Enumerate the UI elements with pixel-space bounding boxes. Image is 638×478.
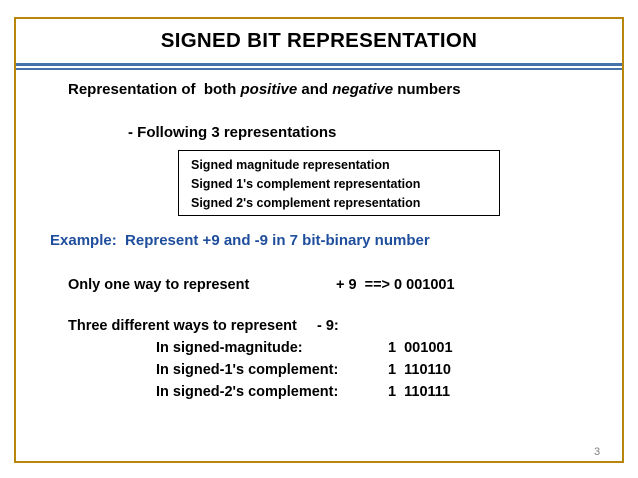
- example-heading: Example: Represent +9 and -9 in 7 bit-bi…: [50, 232, 430, 249]
- signed-magnitude-value: 1 001001: [388, 340, 453, 356]
- representation-item-twos-complement: Signed 2's complement representation: [191, 196, 421, 210]
- slide-border: [14, 17, 624, 463]
- intro-word-positive: positive: [240, 81, 298, 98]
- intro-middle: and: [297, 81, 333, 98]
- representation-item-magnitude: Signed magnitude representation: [191, 158, 390, 172]
- title-band: SIGNED BIT REPRESENTATION: [16, 19, 622, 63]
- three-ways-label: Three different ways to represent - 9:: [68, 318, 339, 334]
- twos-complement-label: In signed-2's complement:: [156, 384, 339, 400]
- intro-prefix: Representation of both: [68, 81, 241, 98]
- representations-box: Signed magnitude representation Signed 1…: [178, 150, 500, 216]
- page-number: 3: [594, 446, 601, 458]
- ones-complement-label: In signed-1's complement:: [156, 362, 339, 378]
- ones-complement-value: 1 110110: [388, 362, 451, 378]
- title-divider-top: [16, 63, 622, 66]
- representation-item-ones-complement: Signed 1's complement representation: [191, 177, 421, 191]
- twos-complement-value: 1 110111: [388, 384, 451, 400]
- one-way-label: Only one way to represent: [68, 277, 250, 293]
- page-title: SIGNED BIT REPRESENTATION: [160, 29, 478, 52]
- intro-line: Representation of both positive and nega…: [68, 81, 461, 98]
- one-way-value: + 9 ==> 0 001001: [336, 277, 455, 293]
- following-line: - Following 3 representations: [128, 124, 337, 141]
- intro-word-negative: negative: [332, 81, 394, 98]
- intro-suffix: numbers: [393, 81, 461, 98]
- title-divider-bottom: [16, 68, 622, 70]
- signed-magnitude-label: In signed-magnitude:: [156, 340, 303, 356]
